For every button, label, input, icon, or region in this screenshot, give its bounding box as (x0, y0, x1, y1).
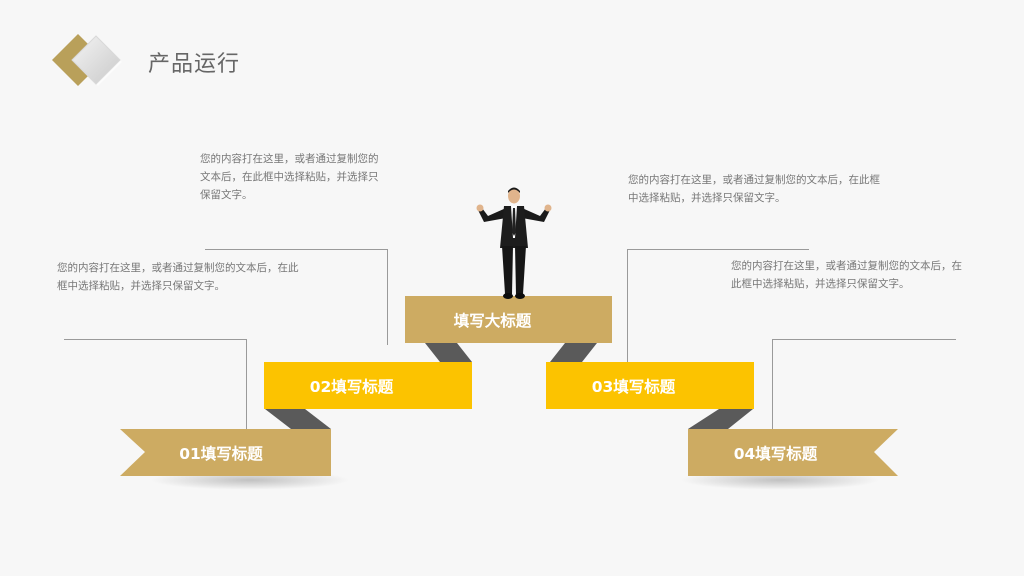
step-01-label: 01填写标题 (179, 444, 263, 463)
step-03-label: 03填写标题 (591, 377, 676, 396)
connector-line (205, 249, 387, 250)
step-01-ribbon (120, 429, 331, 476)
page-title: 产品运行 (148, 52, 241, 77)
step-02-label: 02填写标题 (309, 377, 394, 396)
fold-shape (550, 343, 597, 362)
diamond-logo-icon (52, 34, 122, 86)
step-04-label: 04填写标题 (733, 444, 818, 463)
text-top-left: 您的内容打在这里，或者通过复制您的文本后，在此框中选择粘贴，并选择只保留文字。 (200, 153, 379, 201)
connector-line (246, 339, 247, 429)
connector-line (387, 249, 388, 345)
text-mid-left: 您的内容打在这里，或者通过复制您的文本后，在此框中选择粘贴，并选择只保留文字。 (57, 262, 299, 292)
text-top-right: 您的内容打在这里，或者通过复制您的文本后，在此框中选择粘贴，并选择只保留文字。 (628, 174, 880, 204)
step-04-ribbon (688, 429, 898, 476)
step-02-block (264, 362, 472, 409)
connector-line (772, 339, 773, 429)
fold-shape (688, 409, 753, 429)
text-mid-right: 您的内容打在这里，或者通过复制您的文本后，在此框中选择粘贴，并选择只保留文字。 (731, 260, 962, 290)
step-03-block (546, 362, 754, 409)
businessman-figure (476, 187, 552, 299)
center-block (405, 296, 612, 343)
center-title: 填写大标题 (453, 311, 532, 330)
connector-line (64, 339, 246, 340)
fold-shape (265, 409, 331, 429)
connector-line (627, 249, 809, 250)
connector-line (772, 339, 956, 340)
connector-line (627, 249, 628, 363)
fold-shape (425, 343, 472, 362)
